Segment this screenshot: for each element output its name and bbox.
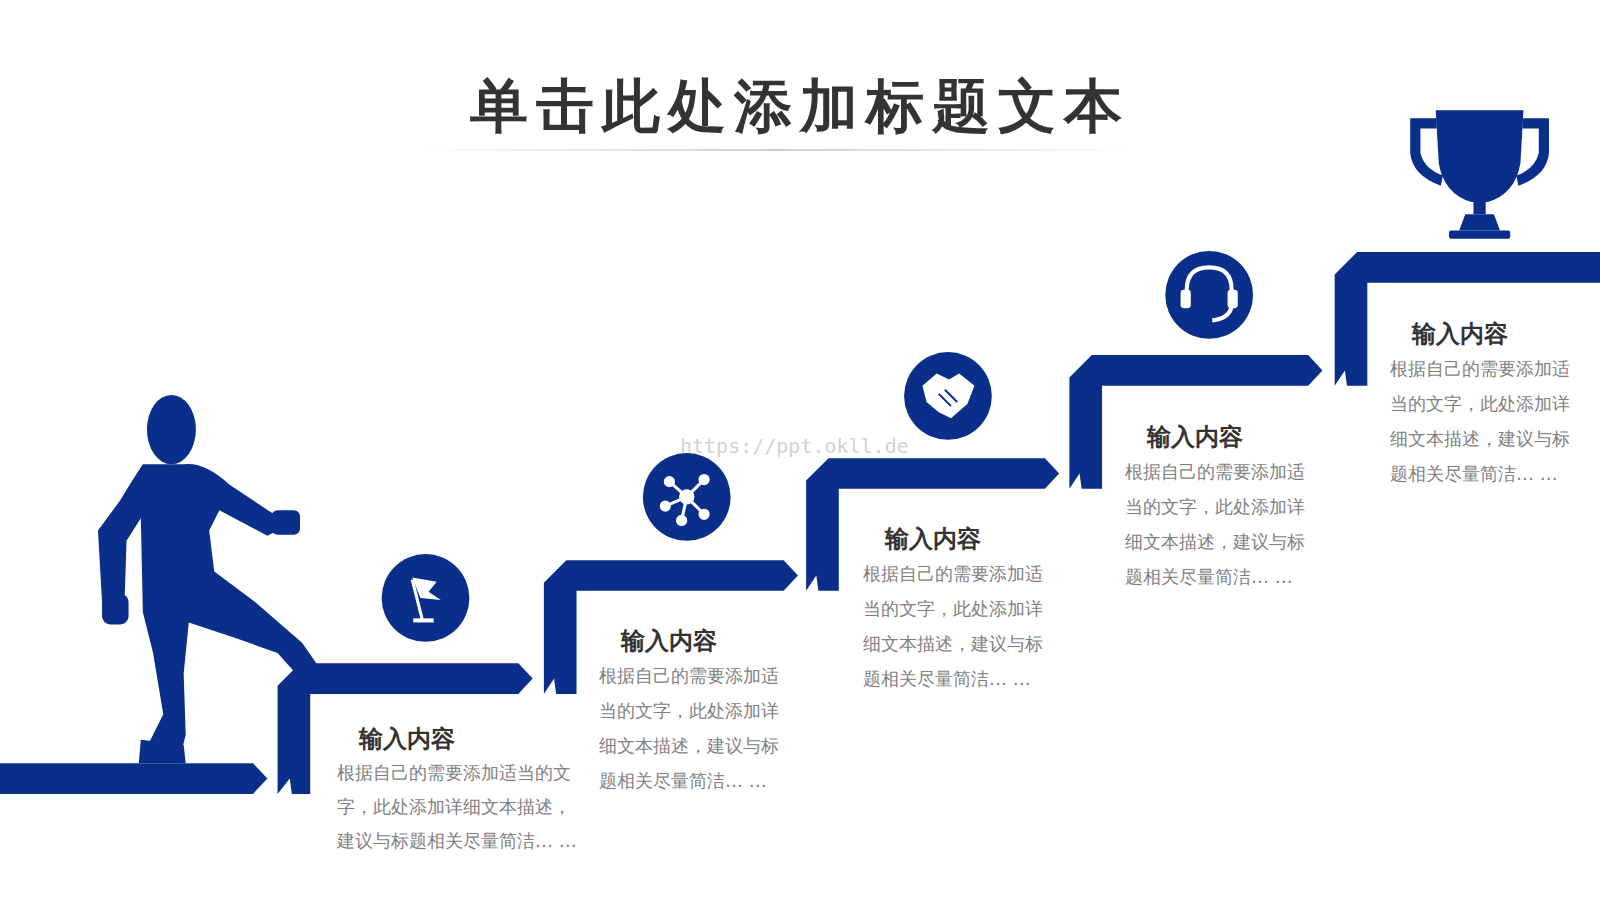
step-text-block: 输入内容根据自己的需要添加适当的文字，此处添加详细文本描述，建议与标题相关尽量简…	[337, 722, 582, 858]
step-heading: 输入内容	[1125, 420, 1311, 454]
step-text-block: 输入内容根据自己的需要添加适当的文字，此处添加详细文本描述，建议与标题相关尽量简…	[863, 522, 1049, 696]
step-text-block: 输入内容根据自己的需要添加适当的文字，此处添加详细文本描述，建议与标题相关尽量简…	[1125, 420, 1311, 594]
step-description: 根据自己的需要添加适当的文字，此处添加详细文本描述，建议与标题相关尽量简洁… …	[337, 756, 582, 858]
stairs	[0, 252, 1600, 794]
watermark: https://ppt.okll.de	[680, 434, 909, 458]
step-heading: 输入内容	[1390, 317, 1576, 351]
icon-circles	[382, 251, 1253, 642]
step-heading: 输入内容	[337, 722, 582, 756]
step-heading: 输入内容	[863, 522, 1049, 556]
title-underline	[418, 149, 1132, 151]
step-description: 根据自己的需要添加适当的文字，此处添加详细文本描述，建议与标题相关尽量简洁… …	[1125, 454, 1311, 594]
step-description: 根据自己的需要添加适当的文字，此处添加详细文本描述，建议与标题相关尽量简洁… …	[863, 556, 1049, 696]
trophy	[1410, 110, 1549, 239]
step-description: 根据自己的需要添加适当的文字，此处添加详细文本描述，建议与标题相关尽量简洁… …	[599, 658, 785, 798]
step-text-block: 输入内容根据自己的需要添加适当的文字，此处添加详细文本描述，建议与标题相关尽量简…	[599, 624, 785, 798]
person-silhouette	[98, 395, 316, 763]
slide-title: 单击此处添加标题文本	[0, 72, 1600, 142]
step-description: 根据自己的需要添加适当的文字，此处添加详细文本描述，建议与标题相关尽量简洁… …	[1390, 351, 1576, 491]
step-heading: 输入内容	[599, 624, 785, 658]
step-text-block: 输入内容根据自己的需要添加适当的文字，此处添加详细文本描述，建议与标题相关尽量简…	[1390, 317, 1576, 491]
